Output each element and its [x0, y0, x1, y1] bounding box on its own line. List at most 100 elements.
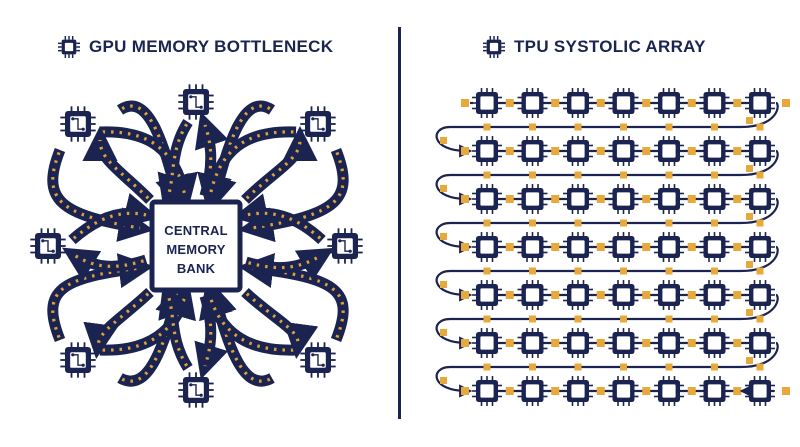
data-packet [596, 195, 605, 203]
processing-element-r1-c2 [517, 88, 548, 118]
data-packet [574, 219, 582, 227]
data-packet [620, 123, 627, 131]
data-packet [574, 315, 582, 323]
core-bottom [178, 372, 214, 408]
data-packet [687, 147, 696, 155]
data-packet [665, 123, 673, 131]
data-packet [756, 315, 764, 323]
processing-element-r6-c4 [608, 328, 639, 358]
processing-element-r4-c1 [472, 232, 502, 262]
processing-element-r7-c1 [472, 376, 502, 406]
data-packet [642, 387, 651, 395]
memory-pipe-13 [158, 281, 193, 371]
processing-element-r1-c6 [699, 88, 730, 118]
data-packet [596, 147, 605, 155]
memory-pipes [47, 100, 349, 387]
processing-element-r5-c3 [563, 280, 593, 310]
data-packet [505, 147, 514, 155]
data-packet [756, 171, 764, 179]
processing-element-r6-c6 [699, 328, 730, 358]
memory-bank-box [149, 199, 243, 293]
processing-element-r7-c4 [608, 376, 639, 406]
data-packet [596, 339, 605, 347]
data-packet [529, 171, 536, 179]
memory-pipe-16 [241, 287, 319, 359]
processing-element-r2-c7 [745, 136, 775, 166]
chip-icon [483, 36, 505, 58]
data-packet [782, 387, 790, 395]
data-packet [756, 267, 764, 275]
data-packet [461, 195, 469, 203]
data-packet [782, 99, 790, 107]
data-packet [687, 195, 696, 203]
data-packet [687, 243, 696, 251]
memory-pipe-5 [197, 126, 297, 210]
core-top [178, 84, 214, 120]
data-packet [620, 171, 627, 179]
data-packet [620, 219, 627, 227]
data-packet [746, 261, 753, 268]
core-top-right [300, 106, 336, 142]
data-packet [596, 99, 605, 107]
data-packet [733, 195, 742, 203]
data-packet [461, 387, 469, 395]
data-packet [733, 339, 742, 347]
memory-pipe-8 [62, 247, 148, 282]
data-packet [551, 387, 560, 395]
processing-element-r3-c3 [563, 184, 593, 214]
data-packet [574, 171, 582, 179]
processing-element-r3-c5 [654, 184, 684, 214]
gpu-title-text: GPU MEMORY BOTTLENECK [89, 37, 334, 56]
data-packet [665, 315, 673, 323]
processing-element-r6-c7 [745, 328, 775, 358]
data-packet [733, 291, 742, 299]
data-packet [733, 147, 742, 155]
memory-pipe-9 [232, 193, 326, 245]
row-feed-path-6 [435, 341, 779, 398]
core-right [327, 228, 363, 264]
data-packet [505, 195, 514, 203]
processing-element-r3-c2 [517, 184, 548, 214]
data-packet [711, 123, 718, 131]
data-packet [687, 387, 696, 395]
data-packet [711, 315, 718, 323]
core-left [30, 228, 66, 264]
core-bottom-right [300, 342, 336, 378]
data-packet [440, 185, 447, 192]
data-packet [746, 213, 753, 220]
data-packet [642, 147, 651, 155]
processing-element-r5-c2 [517, 280, 548, 310]
processing-element-r2-c2 [517, 136, 548, 166]
data-packet [574, 363, 582, 371]
data-packet [440, 377, 447, 384]
data-packet [551, 243, 560, 251]
data-packet [574, 267, 582, 275]
gpu-bottleneck-diagram: CENTRAL MEMORY BANK [30, 84, 363, 408]
data-packet [642, 99, 651, 107]
data-packet [440, 233, 447, 240]
data-packet [746, 309, 753, 316]
data-packet [642, 291, 651, 299]
processing-element-r1-c5 [654, 88, 684, 118]
data-packet [756, 123, 764, 131]
data-packet [733, 387, 742, 395]
data-packet [551, 147, 560, 155]
data-packet [551, 339, 560, 347]
processing-element-r2-c6 [699, 136, 730, 166]
memory-pipe-15 [199, 282, 297, 356]
data-packet [483, 267, 491, 275]
data-packet [687, 339, 696, 347]
data-packet [687, 99, 696, 107]
processing-element-r2-c5 [654, 136, 684, 166]
memory-label-line-1: CENTRAL [164, 223, 228, 238]
processing-element-r3-c1 [472, 184, 502, 214]
data-packet [505, 99, 514, 107]
memory-pipe-6 [241, 125, 318, 204]
processing-element-r3-c7 [745, 184, 775, 214]
row-feed-path-5 [435, 293, 779, 350]
data-packet [596, 387, 605, 395]
data-packet [642, 195, 651, 203]
processing-element-r5-c6 [699, 280, 730, 310]
data-packet [551, 99, 560, 107]
memory-pipe-12 [83, 287, 154, 359]
